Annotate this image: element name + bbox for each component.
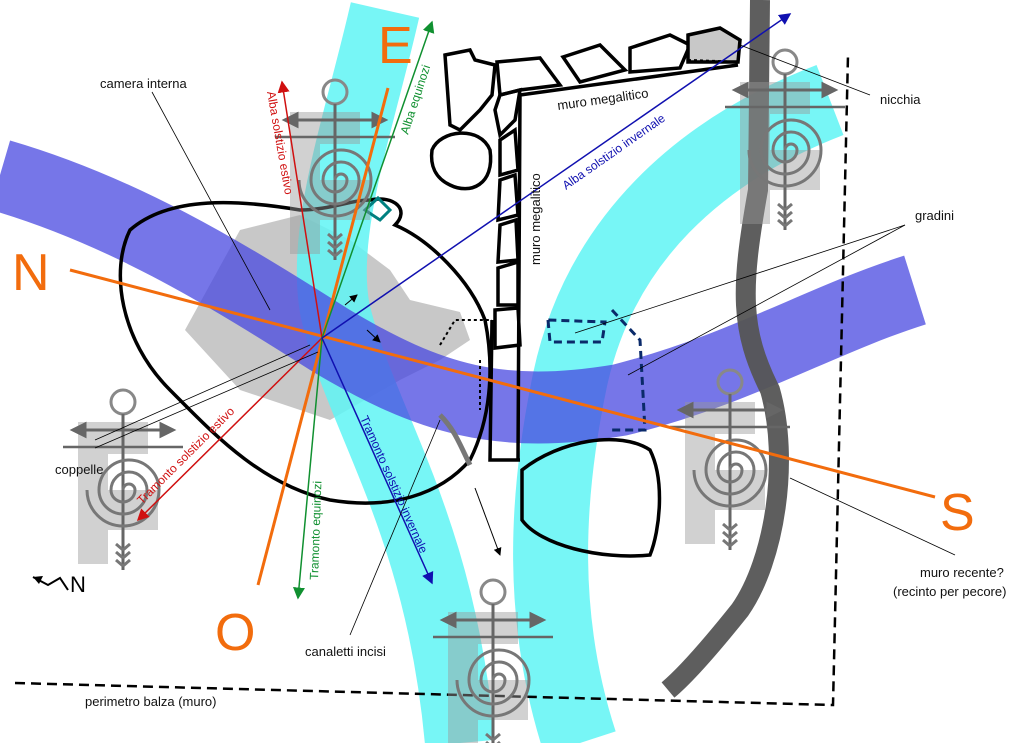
label-canaletti: canaletti incisi [305,644,386,659]
gradini-steps [546,308,647,432]
north-south-axis [69,268,936,499]
label-tramonto-solstizio-estivo: Tramonto solstizio estivo [134,404,237,507]
canaletti-channel [438,413,473,467]
label-tramonto-equinozi: Tramonto equinozi [307,481,324,580]
step-dotted [439,319,492,410]
label-nicchia: nicchia [880,92,921,107]
alba-solstizio-invernale-arrow [321,13,792,339]
label-recinto-pecore: (recinto per pecore) [893,584,1006,599]
flow-arrows [344,294,502,556]
compass-north-icon: N [32,572,86,597]
label-coppelle: coppelle [55,462,103,477]
label-muro-recente: muro recente? [920,565,1004,580]
violet-band [0,140,926,444]
label-perimetro: perimetro balza (muro) [85,694,217,709]
label-gradini: gradini [915,208,954,223]
tramonto-solstizio-invernale-arrow [321,337,434,585]
niche-small [362,195,393,222]
compass-label: N [70,572,86,597]
tramonto-solstizio-estivo-arrow [136,337,323,522]
cardinal-west: O [215,604,255,662]
cardinal-south: S [940,484,975,542]
tramonto-equinozi-arrow [292,337,323,600]
alba-equinozi-arrow [321,20,435,339]
alba-solstizio-estivo-arrow [277,80,323,339]
megalithic-stones [429,26,742,558]
label-muro-megalitico-vertical: muro megalitico [528,173,543,265]
recent-wall [661,0,789,698]
cardinal-east: E [378,17,413,75]
perimeter-dashed [14,54,850,707]
leader-lines [94,44,956,636]
cardinal-north: N [12,244,50,302]
label-camera-interna: camera interna [100,76,187,91]
